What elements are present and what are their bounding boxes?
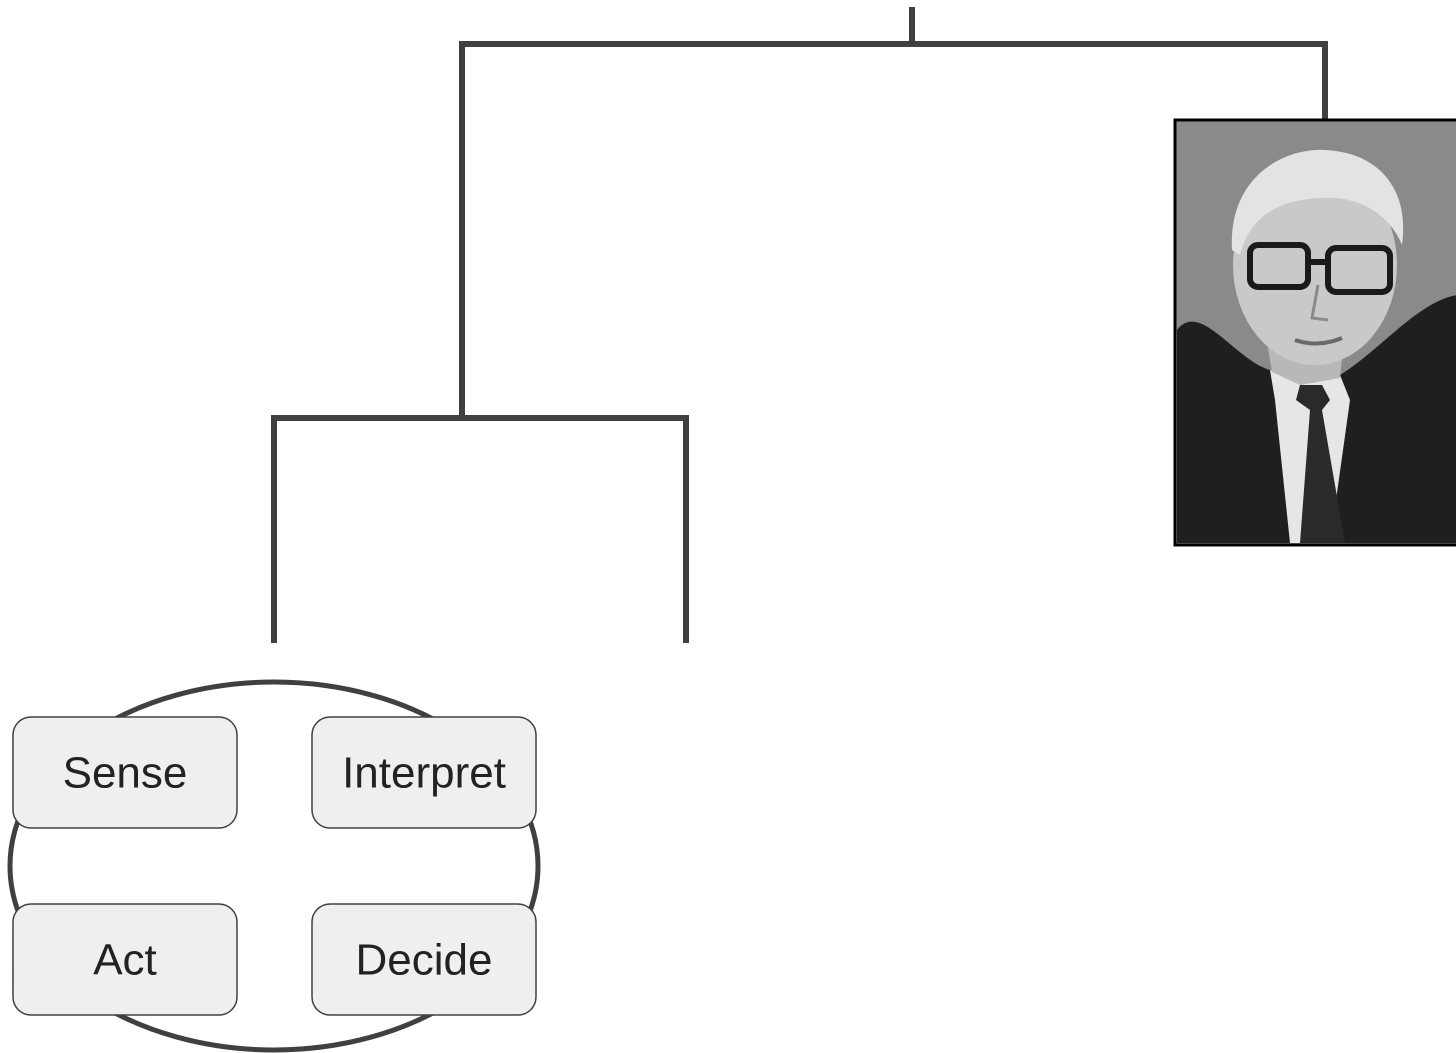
portrait-photo <box>1173 118 1456 547</box>
interpret-box <box>311 716 537 829</box>
photo-glasses <box>1247 242 1393 295</box>
cycle-step-decide: Decide <box>311 903 537 1016</box>
cycle-step-sense: Sense <box>12 716 238 829</box>
sense-box <box>12 716 238 829</box>
cycle-ellipse <box>7 679 541 1053</box>
cycle-diagram: Sense Interpret Act Decide <box>7 679 541 1053</box>
photo-tie <box>1296 385 1345 543</box>
decide-box <box>311 903 537 1016</box>
cycle-step-act: Act <box>12 903 238 1016</box>
cycle-step-interpret: Interpret <box>311 716 537 829</box>
photo-nose <box>1310 284 1329 322</box>
tree-connectors <box>271 7 1328 643</box>
sense-label: Sense <box>63 749 188 798</box>
photo-hair <box>1231 149 1404 255</box>
decide-label: Decide <box>356 936 493 985</box>
photo-mouth <box>1294 336 1343 346</box>
act-box <box>12 903 238 1016</box>
interpret-label: Interpret <box>342 749 506 798</box>
act-label: Act <box>93 936 157 985</box>
